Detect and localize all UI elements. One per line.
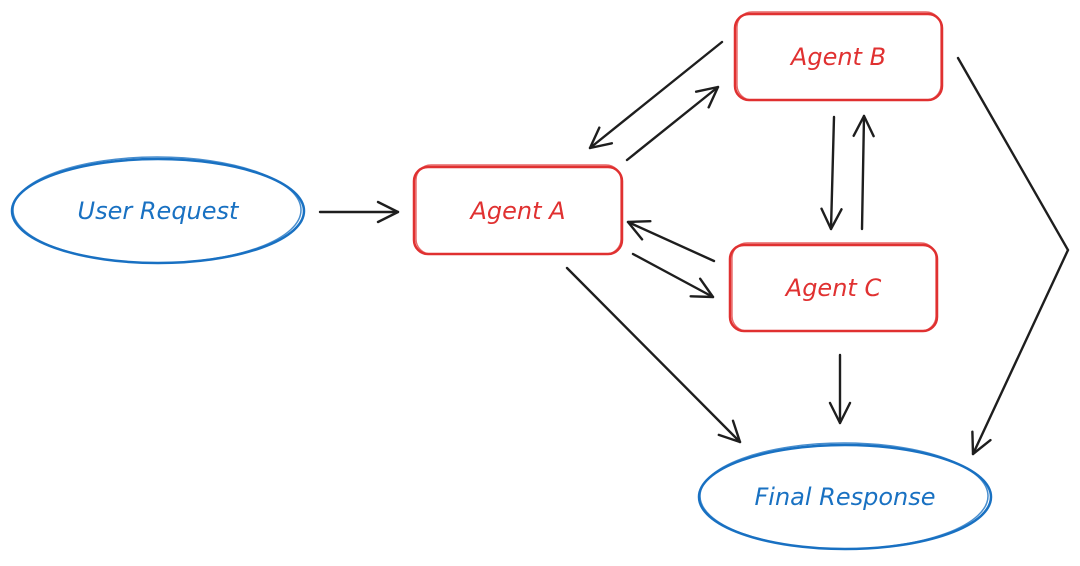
agent-b-node bbox=[733, 11, 944, 102]
arrow-agent-a-to-final bbox=[565, 266, 742, 444]
arrow-agent-a-to-agent-b bbox=[625, 85, 720, 162]
arrow-agent-c-to-agent-b bbox=[852, 114, 875, 231]
final-response-label: Final Response bbox=[754, 483, 936, 511]
agent-a-label: Agent A bbox=[470, 197, 566, 225]
arrow-agent-a-to-agent-c bbox=[631, 252, 715, 299]
final-response-node bbox=[697, 442, 993, 551]
agent-b-label: Agent B bbox=[790, 43, 887, 71]
agent-a-node bbox=[412, 164, 624, 256]
arrow-agent-b-to-agent-c bbox=[820, 115, 843, 231]
arrow-agent-c-to-agent-a bbox=[626, 219, 716, 263]
agent-c-node bbox=[728, 242, 939, 333]
arrow-agent-b-to-agent-a bbox=[588, 40, 724, 150]
user-request-node bbox=[10, 156, 306, 265]
user-request-label: User Request bbox=[77, 197, 239, 225]
agent-c-label: Agent C bbox=[785, 274, 882, 302]
arrow-agent-b-to-final bbox=[956, 56, 1070, 456]
